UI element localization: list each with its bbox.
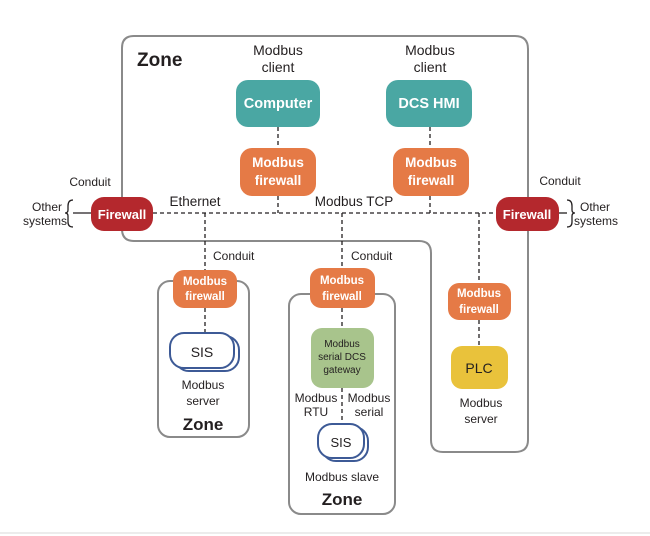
sis-zone-modbus-firewall xyxy=(173,270,237,308)
connection-lines xyxy=(153,127,498,424)
computer-role-line1: Modbus xyxy=(253,42,303,58)
dcs-fw-line2: firewall xyxy=(408,173,455,188)
serial-dcs-gateway xyxy=(311,328,374,388)
plc-label: PLC xyxy=(465,360,492,376)
sis-device-label: SIS xyxy=(191,344,214,360)
rtu-label-line2: RTU xyxy=(304,405,328,419)
right-other-line2: systems xyxy=(574,214,618,228)
dcs-role-line1: Modbus xyxy=(405,42,455,58)
plc-fw-line2: firewall xyxy=(459,304,499,316)
right-conduit-label: Conduit xyxy=(539,174,581,188)
sis-device xyxy=(169,332,235,369)
sis-zone-fw-line1: Modbus xyxy=(183,276,227,288)
slave-sis-label: SIS xyxy=(331,435,352,450)
gateway-zone-conduit: Conduit xyxy=(351,249,393,263)
left-firewall xyxy=(91,197,153,231)
serial-label-line1: Modbus xyxy=(348,391,391,405)
plc-modbus-firewall xyxy=(448,283,511,320)
sis-caption-line1: Modbus xyxy=(182,378,225,392)
gateway-zone-fw-line1: Modbus xyxy=(320,275,364,287)
dcs-hmi-node xyxy=(386,80,472,127)
computer-role-line2: client xyxy=(262,59,295,75)
sis-caption-line2: server xyxy=(186,394,219,408)
computer-fw-line2: firewall xyxy=(255,173,302,188)
left-conduit-label: Conduit xyxy=(69,175,111,189)
right-other-brace xyxy=(566,199,576,228)
plc-fw-line1: Modbus xyxy=(457,288,501,300)
left-other-line2: systems xyxy=(23,214,67,228)
modbus-tcp-label: Modbus TCP xyxy=(315,194,394,209)
slave-sis-device xyxy=(317,423,365,459)
serial-label-line2: serial xyxy=(355,405,384,419)
gateway-line1: Modbus xyxy=(324,339,360,350)
dcs-fw-line1: Modbus xyxy=(405,155,457,170)
ethernet-label: Ethernet xyxy=(169,194,220,209)
plc-caption-line1: Modbus xyxy=(460,396,503,410)
left-other-line1: Other xyxy=(32,200,62,214)
right-other-line1: Other xyxy=(580,200,610,214)
computer-node xyxy=(236,80,320,127)
gateway-line2: serial DCS xyxy=(318,352,366,363)
left-other-brace xyxy=(64,199,74,228)
dcs-hmi-label: DCS HMI xyxy=(398,96,459,112)
gateway-zone-fw-line2: firewall xyxy=(322,291,362,303)
dcs-modbus-firewall xyxy=(393,148,469,196)
main-zone-label: Zone xyxy=(137,50,182,71)
rtu-label-line1: Modbus xyxy=(295,391,338,405)
sis-zone-conduit: Conduit xyxy=(213,249,255,263)
computer-label: Computer xyxy=(244,96,313,112)
gateway-zone-modbus-firewall xyxy=(310,268,375,308)
sis-zone-fw-line2: firewall xyxy=(185,291,225,303)
gateway-line3: gateway xyxy=(323,365,360,376)
right-firewall xyxy=(496,197,559,231)
gateway-zone-label: Zone xyxy=(322,490,363,509)
plc-caption-line2: server xyxy=(464,412,497,426)
plc-node xyxy=(451,346,508,389)
computer-modbus-firewall xyxy=(240,148,316,196)
sis-zone-label: Zone xyxy=(183,415,224,434)
right-firewall-label: Firewall xyxy=(503,207,551,222)
dcs-role-line2: client xyxy=(414,59,447,75)
computer-fw-line1: Modbus xyxy=(252,155,304,170)
slave-caption: Modbus slave xyxy=(305,470,379,484)
left-firewall-label: Firewall xyxy=(98,207,146,222)
